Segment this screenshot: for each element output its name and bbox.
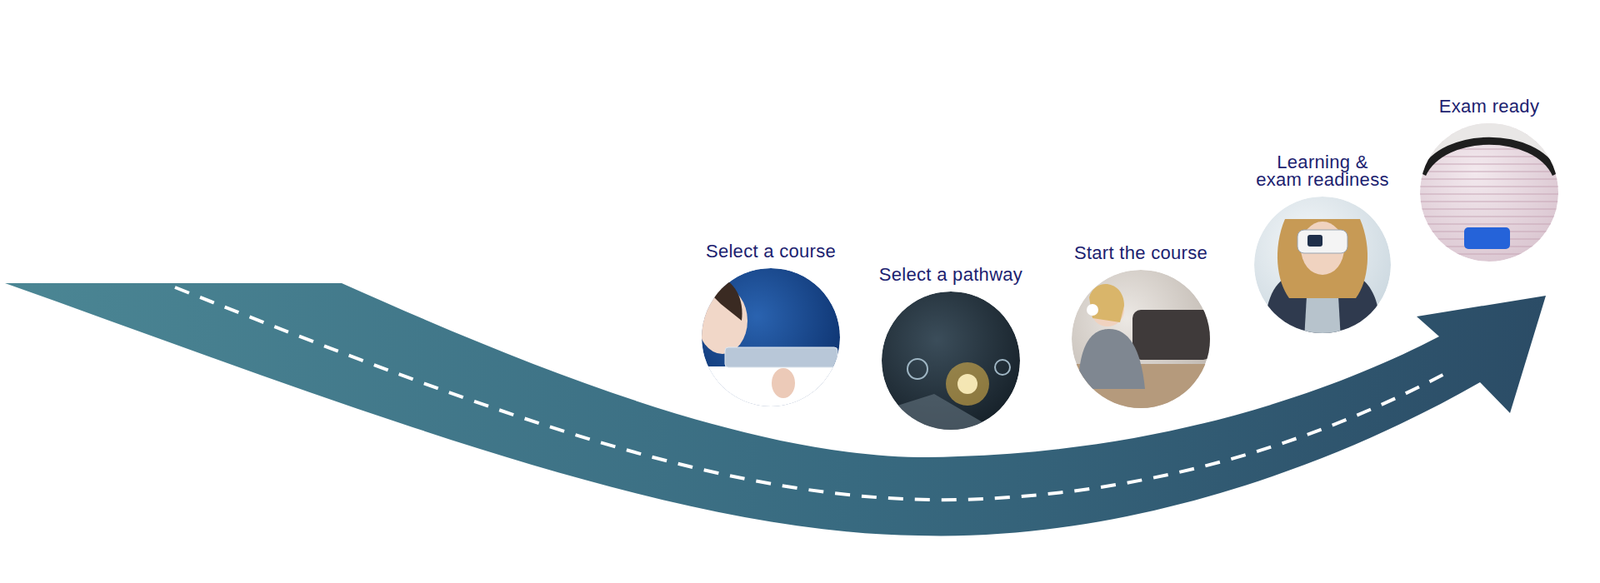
step-circle: Learning & exam readiness	[1251, 153, 1394, 334]
photo-circle	[1420, 123, 1559, 262]
step-circle: Select a course	[679, 242, 863, 407]
step-circle: Select a pathway	[859, 265, 1043, 430]
step-photo	[1420, 123, 1559, 262]
step-photo	[701, 268, 840, 407]
step-label: Learning & exam readiness	[1251, 153, 1394, 189]
photo-circle	[1071, 270, 1210, 409]
step-label: Select a course	[705, 242, 836, 260]
photo-circle	[701, 268, 840, 407]
step-label: Start the course	[1074, 244, 1208, 262]
photo-circle	[881, 291, 1020, 430]
step-photo	[881, 291, 1020, 430]
photo-circle	[1254, 196, 1391, 334]
step-circle: Exam ready	[1414, 97, 1565, 262]
step-label: Exam ready	[1439, 97, 1540, 115]
step-label: Select a pathway	[879, 265, 1023, 284]
step-photo	[1254, 196, 1391, 334]
step-circle: Start the course	[1049, 244, 1233, 409]
step-photo	[1071, 270, 1210, 409]
